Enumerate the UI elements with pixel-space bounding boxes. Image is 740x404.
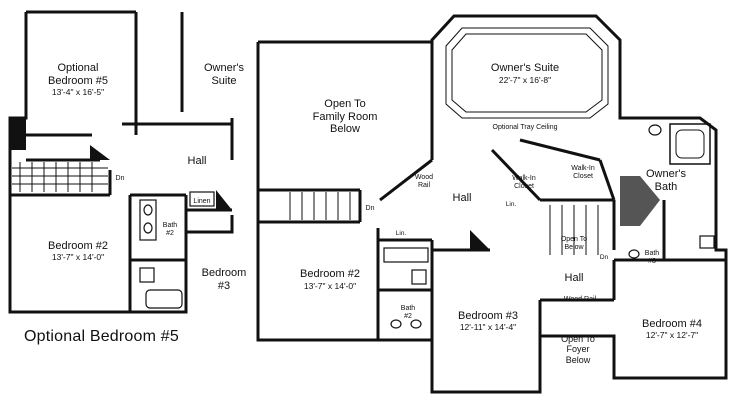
left-owners-suite-label: Owner's Suite: [204, 62, 244, 87]
optional-bedroom5-label: Optional Bedroom #5: [48, 62, 108, 87]
right-bedroom2-dims: 13'-7" x 14'-0": [303, 281, 357, 291]
right-plan-walls: [256, 14, 728, 394]
open-family-room-label: Open To Family Room Below: [312, 98, 378, 136]
left-bath2-label: Bath #2: [162, 222, 178, 238]
left-hall-label: Hall: [187, 155, 207, 167]
owners-suite-dims: 22'-7" x 16'-8": [498, 75, 552, 85]
left-bedroom2-label: Bedroom #2: [48, 240, 108, 252]
owners-bath-label: Owner's Bath: [646, 168, 686, 193]
left-linen-label: Linen: [193, 198, 211, 205]
right-dn-label: Dn: [365, 205, 375, 212]
bedroom4-label: Bedroom #4: [642, 318, 702, 330]
left-plan-caption: Optional Bedroom #5: [24, 328, 180, 345]
open-to-below-label: Open To Below: [560, 236, 588, 252]
lin-2-label: Lin.: [395, 230, 407, 237]
bedroom3-dims: 12'-11" x 14'-4": [459, 322, 517, 332]
left-dn-label: Dn: [115, 175, 125, 182]
right-hall-label: Hall: [452, 192, 472, 204]
bath3-label: Bath #3: [644, 250, 660, 266]
open-to-foyer-label: Open To Foyer Below: [561, 334, 595, 365]
walk-in-closet-2-label: Walk-In Closet: [571, 165, 595, 181]
tray-ceiling-label: Optional Tray Ceiling: [492, 124, 558, 131]
optional-bedroom5-dims: 13'-4" x 16'-5": [51, 87, 105, 97]
right-bedroom2-label: Bedroom #2: [300, 268, 360, 280]
bedroom4-dims: 12'-7" x 12'-7": [645, 330, 699, 340]
walk-in-closet-1-label: Walk-In Closet: [512, 175, 536, 191]
wood-rail-2-label: Wood Rail: [563, 296, 597, 303]
right-dn2-label: Dn: [599, 254, 609, 261]
wood-rail-label: Wood Rail: [414, 174, 434, 190]
left-bedroom2-dims: 13'-7" x 14'-0": [51, 252, 105, 262]
bedroom3-label: Bedroom #3: [458, 310, 518, 322]
owners-suite-label: Owner's Suite: [490, 62, 560, 74]
left-bedroom3-label: Bedroom #3: [201, 267, 247, 292]
lin-1-label: Lin.: [505, 201, 517, 208]
right-hall2-label: Hall: [564, 272, 584, 284]
right-bath2-label: Bath #2: [400, 305, 416, 321]
